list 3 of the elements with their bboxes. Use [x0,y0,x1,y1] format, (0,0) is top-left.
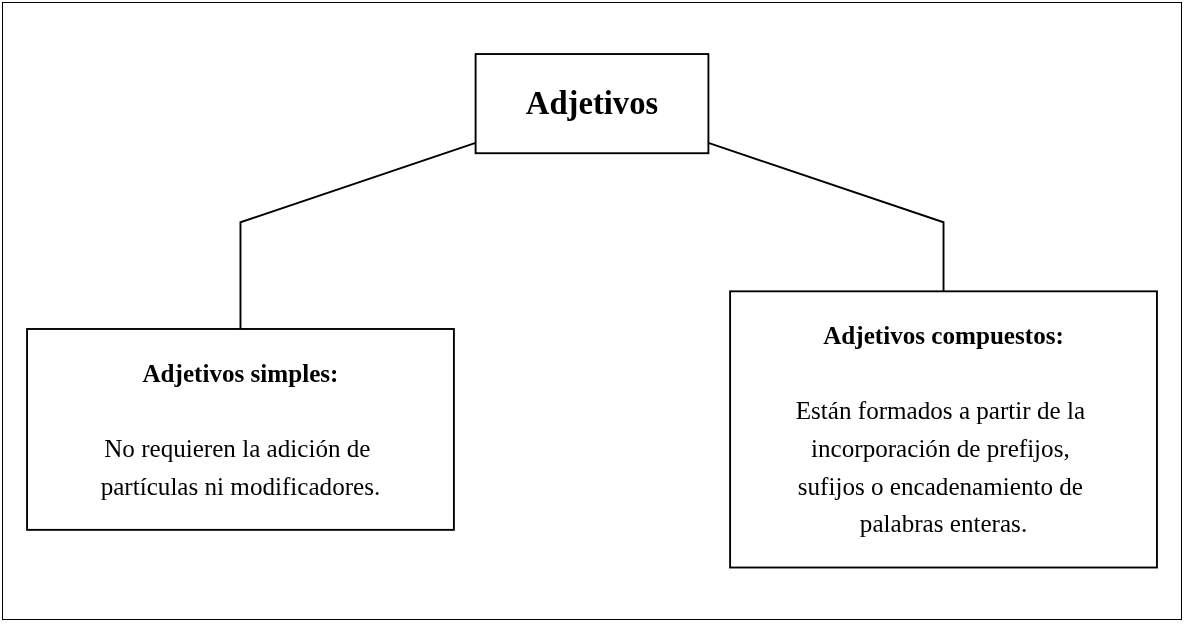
node-box: Adjetivos simples: No requieren la adición de partículas ni modificadores. [26,328,455,531]
node-box: Adjetivos [474,53,710,155]
node-box: Adjetivos compuestos: Están formados a partir de la incorporación de prefijos, sufijos o encadenamiento de palabras enteras. [729,290,1158,569]
